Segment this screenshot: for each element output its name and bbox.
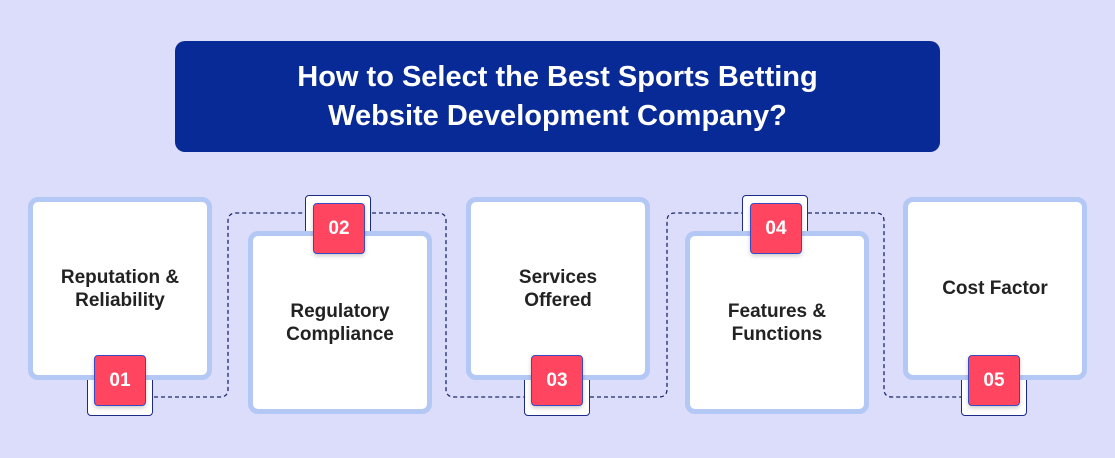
- step-number-badge-1: 01: [94, 355, 146, 406]
- page-title: How to Select the Best Sports Betting We…: [175, 41, 940, 152]
- step-number-badge-3: 03: [531, 355, 583, 406]
- step-number-badge-4: 04: [750, 203, 802, 254]
- title-line-1: How to Select the Best Sports Betting: [297, 60, 818, 93]
- step-number-badge-5: 05: [968, 355, 1020, 406]
- connector-4-5: [808, 212, 961, 398]
- connector-3-4: [590, 212, 742, 398]
- step-label: Services Offered: [518, 266, 598, 311]
- step-number-badge-2: 02: [313, 203, 365, 254]
- title-line-2: Website Development Company?: [328, 99, 787, 132]
- step-label: Features & Functions: [727, 300, 827, 345]
- step-label: Reputation & Reliability: [60, 266, 180, 311]
- step-card-2: Regulatory Compliance: [248, 231, 432, 414]
- connector-2-3: [372, 212, 524, 398]
- step-card-4: Features & Functions: [685, 231, 869, 414]
- step-label: Regulatory Compliance: [286, 300, 394, 345]
- step-card-1: Reputation & Reliability: [28, 197, 212, 380]
- step-card-3: Services Offered: [466, 197, 650, 380]
- step-label: Cost Factor: [942, 278, 1048, 299]
- connector-1-2: [154, 212, 305, 398]
- step-card-5: Cost Factor: [903, 197, 1087, 380]
